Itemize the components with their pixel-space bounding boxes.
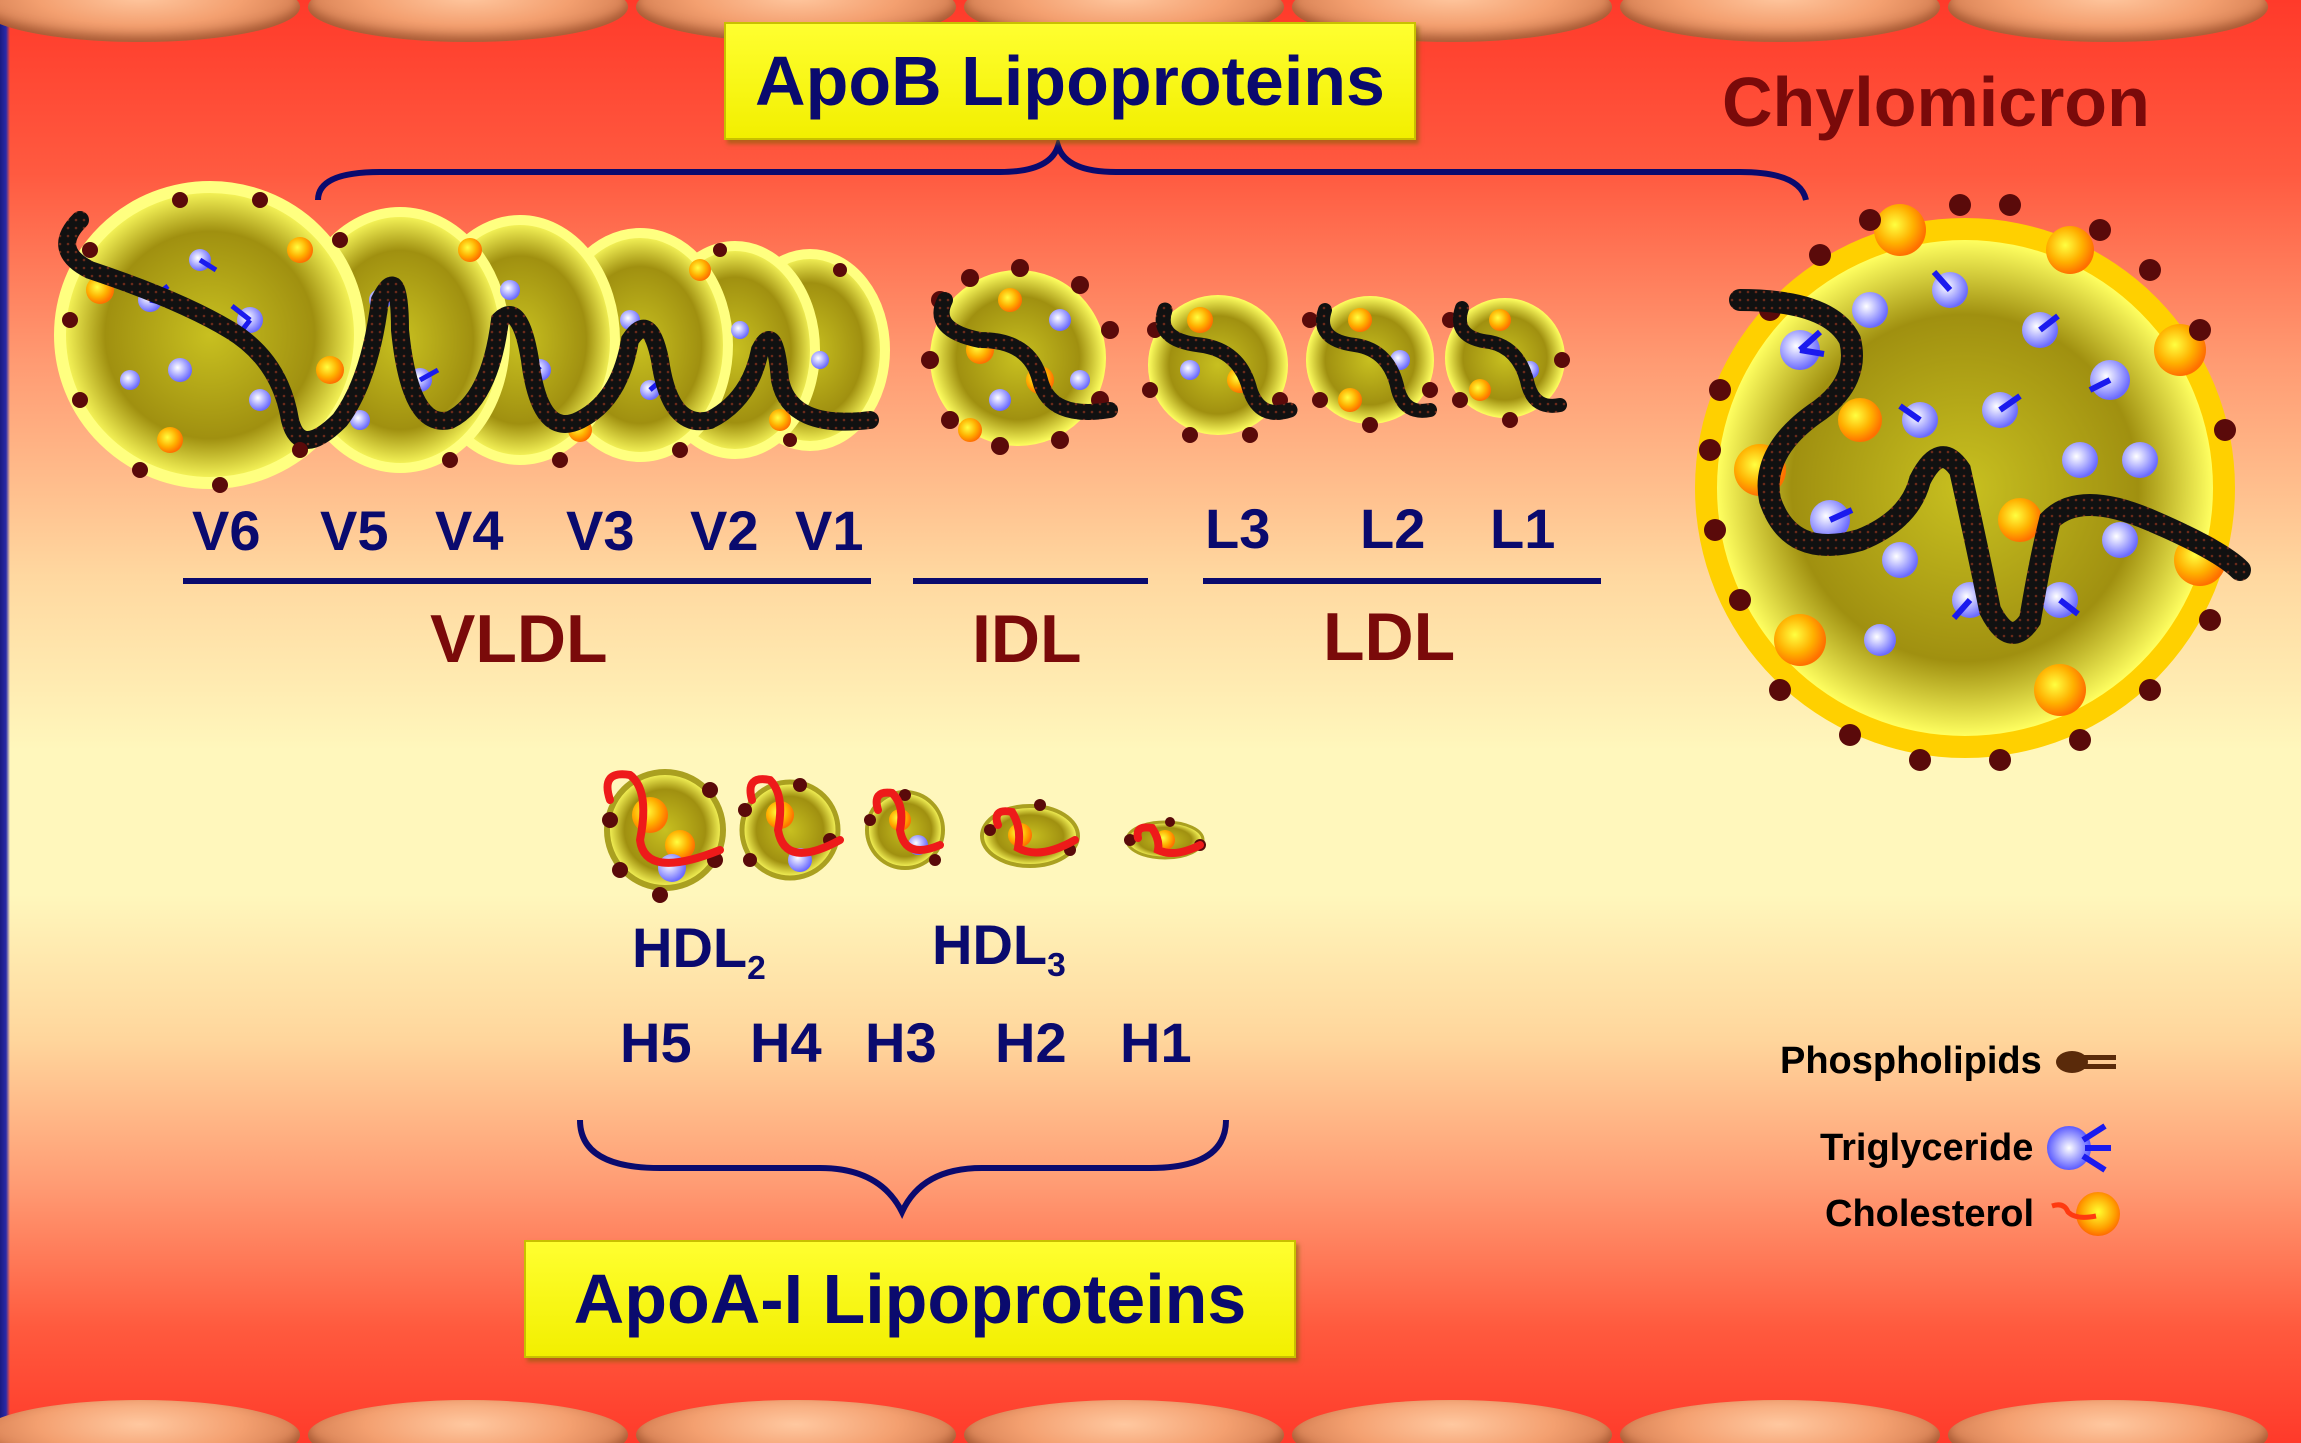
ldl-underline — [1203, 578, 1601, 584]
cholesterol-icon — [2051, 1192, 2121, 1236]
apob-brace — [315, 135, 1809, 201]
subclass-label-v1: V1 — [795, 499, 864, 562]
subclass-label-l1: L1 — [1490, 497, 1556, 560]
hdl-particles — [602, 769, 1206, 903]
apob-title: ApoB Lipoproteins — [755, 42, 1385, 120]
subclass-label-h3: H3 — [865, 1011, 937, 1074]
subclass-label-v3: V3 — [566, 499, 635, 562]
subclass-label-h5: H5 — [620, 1011, 692, 1074]
idl-group-label: IDL — [972, 601, 1082, 677]
chylomicron-title: Chylomicron — [1722, 63, 2150, 141]
ldl-particles — [1142, 295, 1570, 443]
hdl2-label: HDL2 — [632, 916, 766, 988]
subclass-label-v6: V6 — [192, 499, 261, 562]
idl-underline — [913, 578, 1148, 584]
subclass-label-l2: L2 — [1360, 497, 1426, 560]
vldl-particles — [54, 181, 890, 493]
triglyceride-icon — [2047, 1123, 2112, 1173]
apoa-title: ApoA-I Lipoproteins — [573, 1260, 1247, 1338]
apob-protein-strand — [58, 211, 879, 449]
phospholipid-icon — [2055, 1050, 2116, 1073]
subclass-label-v5: V5 — [320, 499, 389, 562]
apob-title-box: ApoB Lipoproteins — [724, 22, 1416, 140]
subclass-label-l3: L3 — [1205, 497, 1271, 560]
hdl3-label: HDL3 — [932, 913, 1066, 985]
idl-particle — [921, 259, 1119, 455]
left-edge-border — [0, 0, 10, 1443]
subclass-label-h2: H2 — [995, 1011, 1067, 1074]
subclass-label-v4: V4 — [435, 499, 504, 562]
subclass-label-v2: V2 — [690, 499, 759, 562]
red-blood-cells-bottom — [0, 1400, 2301, 1443]
apoa-title-box: ApoA-I Lipoproteins — [524, 1240, 1296, 1358]
apob48-protein-strand — [1729, 289, 2251, 644]
vldl-underline — [183, 578, 871, 584]
legend-phospholipids: Phospholipids — [1780, 1040, 2118, 1083]
subclass-label-h1: H1 — [1120, 1011, 1192, 1074]
ldl-group-label: LDL — [1323, 599, 1456, 675]
apoa-brace — [577, 1119, 1229, 1219]
legend-cholesterol: Cholesterol — [1825, 1188, 2126, 1240]
vldl-group-label: VLDL — [430, 601, 608, 677]
legend-triglyceride: Triglyceride — [1820, 1118, 2115, 1178]
subclass-label-h4: H4 — [750, 1011, 822, 1074]
chylomicron-particle — [1695, 194, 2251, 771]
